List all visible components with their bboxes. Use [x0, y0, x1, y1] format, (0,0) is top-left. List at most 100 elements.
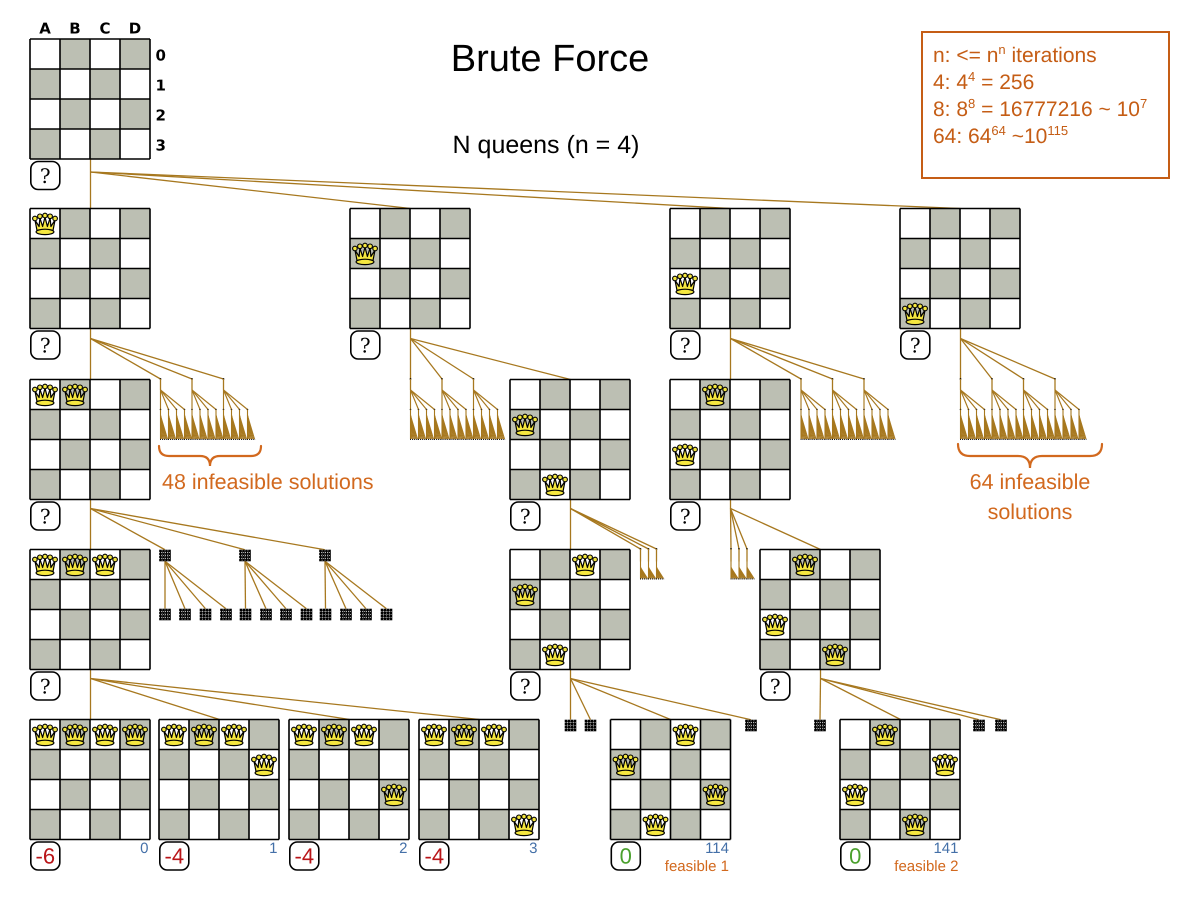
queen-icon: [122, 723, 148, 747]
board-cell: [440, 298, 470, 329]
tree-edge: [90, 677, 480, 721]
board-cell: [449, 809, 479, 840]
board-cell: [219, 749, 249, 780]
board-cell: [30, 749, 60, 780]
score-badge: [509, 671, 541, 701]
pruned-node-icon: [260, 608, 272, 621]
tree-edge: [90, 171, 961, 210]
board-cell: [90, 39, 120, 69]
board-cell: [379, 719, 409, 750]
pruned-subtree-fan: [730, 548, 739, 580]
tree-edge: [729, 508, 748, 550]
board-cell: [380, 238, 410, 269]
pruned-subtree-fan: [409, 378, 443, 440]
tree-edge: [244, 560, 307, 610]
board-cell: [90, 579, 120, 610]
note-text: iterations: [1005, 44, 1097, 67]
queen-icon: [932, 753, 958, 777]
board-grid: [509, 378, 631, 501]
pruned-subtree-fan: [655, 548, 665, 580]
board-cell: [90, 238, 120, 269]
row-label: 2: [156, 107, 166, 125]
board-cell: [350, 298, 380, 329]
board-grid: [29, 718, 151, 841]
queen-icon: [291, 723, 317, 747]
queen-icon: [32, 723, 58, 747]
tree-edge: [820, 677, 901, 721]
queen-icon: [32, 553, 58, 577]
note-text: n: <= n: [933, 44, 999, 67]
tree-edge: [730, 337, 865, 380]
board-cell: [730, 469, 760, 500]
tree-edge: [819, 678, 822, 720]
board-cell: [30, 639, 60, 670]
board-cell: [730, 379, 760, 410]
score-badge: [509, 501, 541, 531]
board-cell: [760, 639, 790, 670]
pruned-node-icon: [239, 608, 252, 621]
pruned-node-icon: [319, 608, 332, 621]
tree-edge: [409, 338, 443, 380]
board-cell: [30, 469, 60, 500]
tree-edge: [820, 677, 1002, 721]
board-cell: [249, 779, 279, 810]
board-cell: [670, 779, 701, 810]
pruned-node-icon: [179, 608, 191, 621]
tree-edge: [90, 337, 193, 380]
board-cell: [159, 809, 189, 840]
queen-icon: [672, 443, 698, 467]
board-cell: [60, 69, 90, 99]
score-badge: [610, 841, 642, 871]
score-value: ?: [680, 334, 691, 358]
queen-icon: [451, 723, 477, 747]
board-cell: [570, 409, 600, 440]
board-cell: [760, 409, 790, 440]
tree-edge: [410, 337, 571, 381]
pruned-subtree-fan: [1054, 378, 1087, 440]
pruned-node-icon: [380, 608, 393, 621]
board-cell: [870, 809, 900, 840]
pruned-subtree-fan: [991, 378, 1024, 440]
board-cell: [120, 298, 150, 329]
board-cell: [640, 779, 671, 810]
board-cell: [90, 609, 120, 640]
score-value: ?: [40, 505, 51, 529]
board-cell: [610, 809, 641, 840]
board-cell: [249, 809, 279, 840]
board-cell: [700, 719, 731, 750]
tree-edge: [729, 508, 740, 550]
board-cell: [510, 439, 540, 470]
queen-icon: [902, 813, 928, 837]
pruned-node-icon: [159, 549, 171, 562]
queen-icon: [251, 753, 277, 777]
tree-edge: [164, 560, 206, 610]
pruned-subtree-fan: [746, 548, 755, 580]
score-badge: [839, 841, 871, 871]
pruned-node-icon: [239, 549, 251, 562]
board-cell: [60, 238, 90, 269]
board-cell: [30, 809, 60, 840]
board-cell: [189, 779, 219, 810]
board-cell: [570, 379, 600, 410]
board-cell: [449, 749, 479, 780]
board-cell: [60, 208, 90, 239]
board-grid: [158, 718, 280, 841]
note-superscript: 115: [1047, 122, 1069, 138]
note-superscript: 7: [1139, 95, 1148, 111]
pruned-node-icon: [745, 719, 757, 732]
queen-icon: [92, 553, 118, 577]
board-cell: [60, 129, 90, 159]
board-cell: [600, 409, 630, 440]
board-cell: [760, 208, 790, 239]
board-cell: [60, 749, 90, 780]
tree-edge: [570, 677, 671, 721]
board-cell: [90, 749, 120, 780]
queen-icon: [381, 783, 407, 807]
board-cell: [870, 779, 900, 810]
pruned-subtree-fan: [863, 378, 896, 440]
note-superscript: 64: [991, 122, 1006, 138]
board-cell: [120, 439, 150, 470]
board-cell: [990, 298, 1020, 329]
board-cell: [120, 779, 150, 810]
